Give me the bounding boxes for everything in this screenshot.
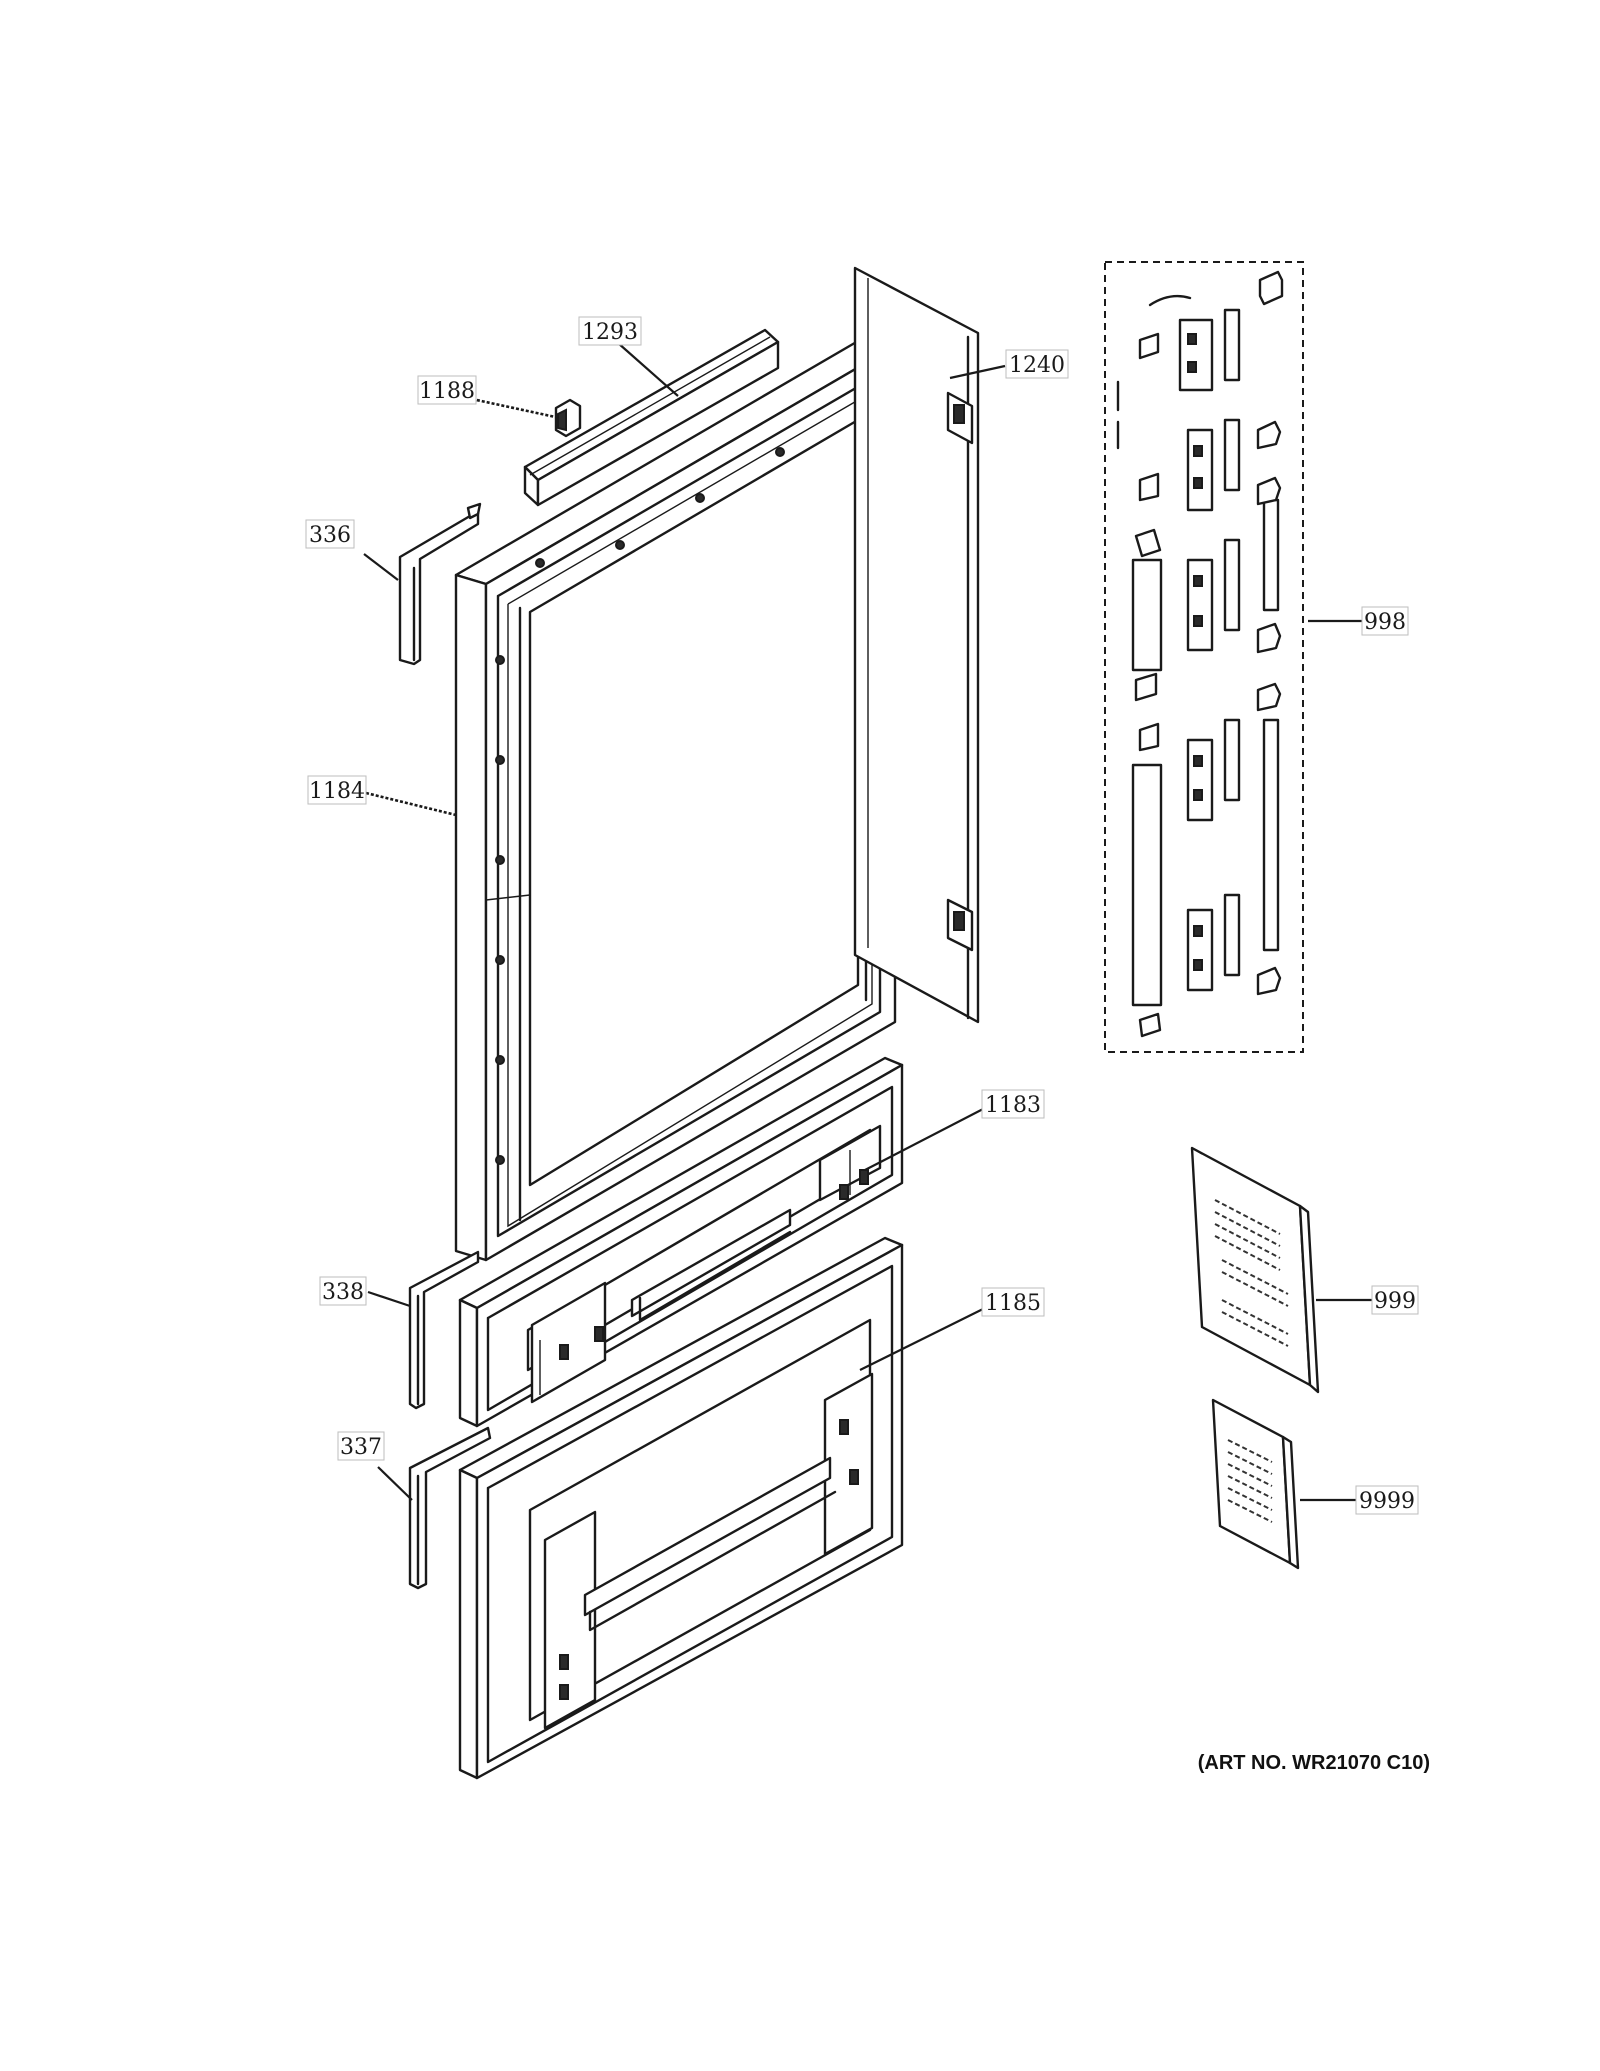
callout-338: 338 <box>319 1276 367 1306</box>
svg-text:9999: 9999 <box>1359 1489 1415 1514</box>
art-number: (ART NO. WR21070 C10) <box>1198 1752 1430 1774</box>
callout-1183: 1183 <box>981 1089 1045 1119</box>
svg-text:336: 336 <box>309 523 351 548</box>
callout-998: 998 <box>1361 606 1409 636</box>
callout-1293: 1293 <box>578 316 642 346</box>
callout-1240: 1240 <box>1005 349 1069 379</box>
svg-text:1240: 1240 <box>1009 353 1065 378</box>
callout-9999: 9999 <box>1355 1485 1419 1515</box>
callout-1184: 1184 <box>307 775 367 805</box>
door-gasket-frame <box>454 335 897 1262</box>
callout-999: 999 <box>1371 1285 1419 1315</box>
quick-start-guide <box>1211 1398 1300 1570</box>
svg-text:1183: 1183 <box>985 1093 1041 1118</box>
svg-text:999: 999 <box>1374 1289 1416 1314</box>
svg-text:1184: 1184 <box>309 779 365 804</box>
corner-trim-middle <box>408 1250 480 1410</box>
hardware-kit <box>1104 261 1304 1053</box>
corner-trim-top <box>398 502 482 666</box>
middle-drawer <box>458 1056 904 1428</box>
svg-text:1185: 1185 <box>985 1291 1041 1316</box>
leader-lines <box>363 342 1372 1502</box>
svg-text:337: 337 <box>340 1435 382 1460</box>
bottom-drawer <box>458 1236 904 1780</box>
callout-1188: 1188 <box>417 375 477 405</box>
svg-text:338: 338 <box>322 1280 364 1305</box>
top-handle <box>523 328 780 507</box>
handle-end-cap <box>554 398 582 438</box>
svg-text:1188: 1188 <box>419 379 475 404</box>
svg-text:998: 998 <box>1364 610 1406 635</box>
callout-1185: 1185 <box>981 1287 1045 1317</box>
manual-book <box>1190 1146 1320 1394</box>
glass-panel <box>853 266 980 1024</box>
callout-336: 336 <box>305 519 355 549</box>
corner-trim-bottom <box>408 1426 492 1590</box>
callout-337: 337 <box>337 1431 385 1461</box>
svg-text:1293: 1293 <box>582 320 638 345</box>
